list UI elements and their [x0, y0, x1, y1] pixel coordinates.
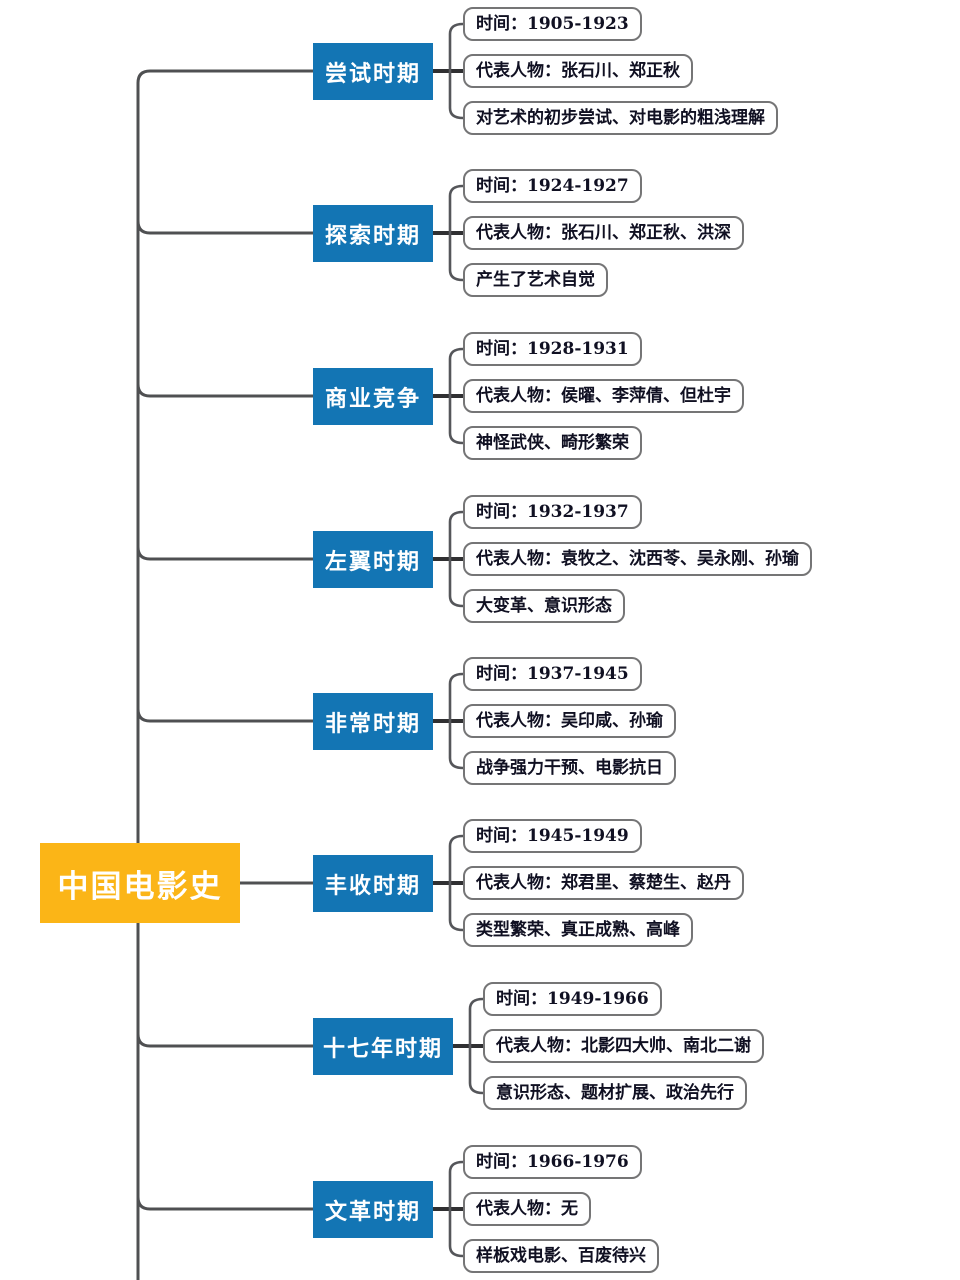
child-spine-6	[448, 834, 464, 932]
leaf-node-2-note[interactable]: 产生了艺术自觉	[463, 263, 608, 297]
child-spine-3	[448, 347, 464, 445]
branch-connector-2	[136, 220, 313, 235]
leaf-node-5-time[interactable]: 时间：1937-1945	[463, 657, 642, 691]
leaf-node-5-note[interactable]: 战争强力干预、电影抗日	[463, 751, 676, 785]
leaf-node-4-people[interactable]: 代表人物：袁牧之、沈西苓、吴永刚、孙瑜	[463, 542, 812, 576]
child-spine-5	[448, 672, 464, 770]
branch-connector-3	[136, 383, 313, 398]
branch-connector-8	[136, 1196, 313, 1211]
child-spine-4	[448, 510, 464, 608]
branch-connector-7	[136, 1033, 313, 1048]
child-spine-7	[468, 997, 484, 1095]
topic-node-6[interactable]: 丰收时期	[313, 855, 433, 912]
topic-node-7[interactable]: 十七年时期	[313, 1018, 453, 1075]
trunk-connector	[136, 69, 313, 1280]
leaf-node-8-time[interactable]: 时间：1966-1976	[463, 1145, 642, 1179]
leaf-node-7-people[interactable]: 代表人物：北影四大帅、南北二谢	[483, 1029, 764, 1063]
leaf-node-7-time[interactable]: 时间：1949-1966	[483, 982, 662, 1016]
leaf-node-5-people[interactable]: 代表人物：吴印咸、孙瑜	[463, 704, 676, 738]
branch-connector-5	[136, 708, 313, 723]
topic-node-2[interactable]: 探索时期	[313, 205, 433, 262]
leaf-node-6-time[interactable]: 时间：1945-1949	[463, 819, 642, 853]
leaf-node-7-note[interactable]: 意识形态、题材扩展、政治先行	[483, 1076, 747, 1110]
leaf-node-3-people[interactable]: 代表人物：侯曜、李萍倩、但杜宇	[463, 379, 744, 413]
child-spine-1	[448, 22, 464, 120]
branch-connector-4	[136, 546, 313, 561]
child-spine-8	[448, 1160, 464, 1258]
leaf-node-1-people[interactable]: 代表人物：张石川、郑正秋	[463, 54, 693, 88]
leaf-node-2-time[interactable]: 时间：1924-1927	[463, 169, 642, 203]
leaf-node-6-people[interactable]: 代表人物：郑君里、蔡楚生、赵丹	[463, 866, 744, 900]
leaf-node-8-people[interactable]: 代表人物：无	[463, 1192, 591, 1226]
leaf-node-2-people[interactable]: 代表人物：张石川、郑正秋、洪深	[463, 216, 744, 250]
leaf-node-1-time[interactable]: 时间：1905-1923	[463, 7, 642, 41]
leaf-node-3-time[interactable]: 时间：1928-1931	[463, 332, 642, 366]
topic-node-4[interactable]: 左翼时期	[313, 531, 433, 588]
root-node[interactable]: 中国电影史	[40, 843, 240, 923]
leaf-node-6-note[interactable]: 类型繁荣、真正成熟、高峰	[463, 913, 693, 947]
child-spine-2	[448, 184, 464, 282]
leaf-node-1-note[interactable]: 对艺术的初步尝试、对电影的粗浅理解	[463, 101, 778, 135]
topic-node-5[interactable]: 非常时期	[313, 693, 433, 750]
leaf-node-3-note[interactable]: 神怪武侠、畸形繁荣	[463, 426, 642, 460]
topic-node-1[interactable]: 尝试时期	[313, 43, 433, 100]
leaf-node-4-time[interactable]: 时间：1932-1937	[463, 495, 642, 529]
leaf-node-8-note[interactable]: 样板戏电影、百废待兴	[463, 1239, 659, 1273]
topic-node-8[interactable]: 文革时期	[313, 1181, 433, 1238]
leaf-node-4-note[interactable]: 大变革、意识形态	[463, 589, 625, 623]
topic-node-3[interactable]: 商业竞争	[313, 368, 433, 425]
